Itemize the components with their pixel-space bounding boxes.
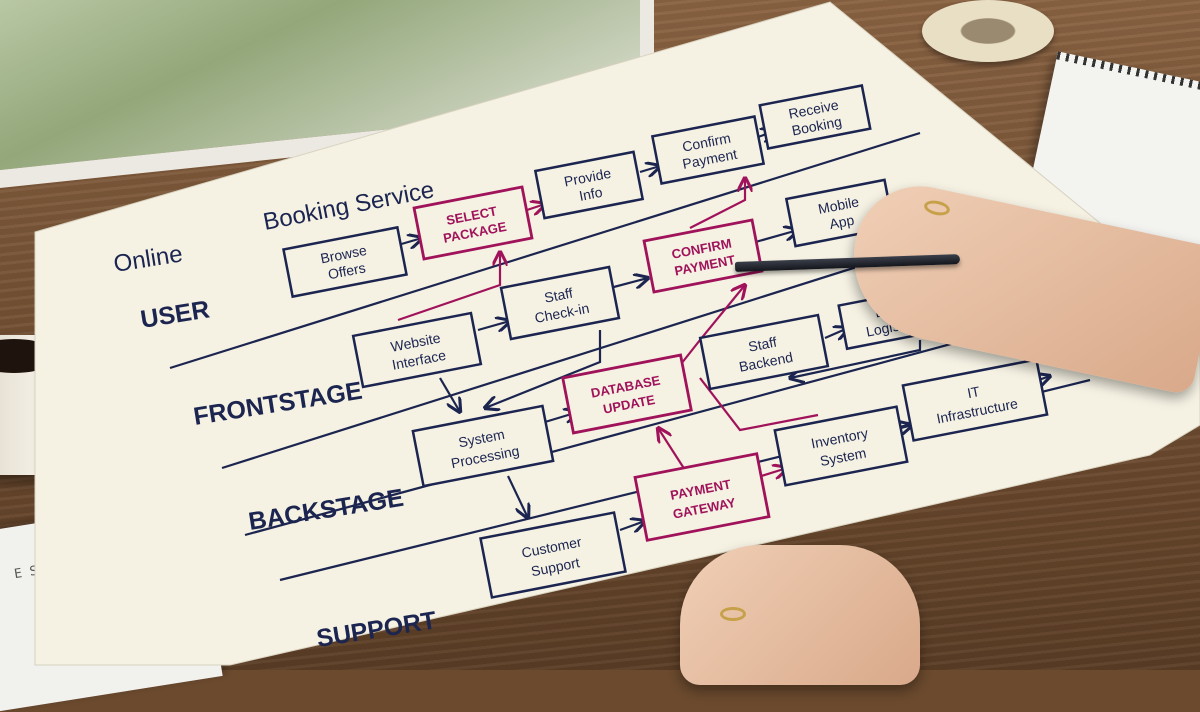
left-hand	[680, 545, 920, 685]
box-select-package: SELECT PACKAGE	[412, 185, 534, 261]
arrow-website-checkin	[477, 321, 510, 330]
box-receive-booking: Receive Booking	[758, 84, 872, 150]
ring	[720, 607, 746, 621]
box-provide-info: Provide Info	[533, 150, 645, 220]
box-confirm-payment-user: Confirm Payment	[650, 115, 766, 185]
arrow-system-customer	[507, 475, 528, 518]
arrow-checkin-system	[485, 330, 602, 408]
masking-tape-roll	[922, 0, 1054, 62]
box-text: Staff	[543, 285, 574, 306]
box-text: IT	[966, 383, 982, 401]
arrow-gateway-database	[658, 428, 686, 471]
arrow-website-system	[439, 377, 460, 412]
arrow-provide-confirm	[639, 166, 660, 172]
blueprint-paper	[34, 1, 1200, 666]
box-text: App	[828, 212, 856, 232]
lane-line-1	[169, 131, 921, 370]
arrow-confirm-mobile	[751, 230, 798, 245]
arrow-website-select	[397, 252, 500, 322]
box-inventory-system: Inventory System	[773, 405, 909, 487]
box-staff-backend: Staff Backend	[698, 313, 830, 391]
arrow-browse-select	[397, 238, 422, 245]
box-database-update: DATABASE UPDATE	[561, 353, 693, 435]
box-text: Staff	[747, 334, 778, 355]
box-text: Offers	[327, 259, 367, 282]
box-confirm-payment-front: CONFIRM PAYMENT	[642, 218, 764, 294]
connectors	[397, 131, 1050, 530]
box-system-processing: System Processing	[411, 404, 555, 488]
arrow-checkin-confirm	[609, 278, 648, 290]
box-browse-offers: Browse Offers	[282, 225, 408, 299]
box-website-interface: Website Interface	[351, 311, 483, 389]
arrow-confirm-userconfirm	[689, 178, 745, 229]
box-staff-checkin: Staff Check-in	[499, 265, 621, 341]
service-blueprint-diagram: Online Booking Service USER FRONTSTAGE B…	[34, 1, 1200, 666]
ring	[922, 198, 952, 218]
box-it-infrastructure: IT Infrastructure	[901, 358, 1049, 442]
box-text: Mobile	[817, 193, 861, 217]
box-text: Info	[578, 184, 604, 204]
arrow-logistics-backend	[790, 340, 922, 378]
arrow-database-inventory	[699, 377, 819, 432]
arrow-customer-gateway	[619, 521, 645, 530]
box-payment-gateway: PAYMENT GATEWAY	[633, 452, 771, 542]
box-customer-support: Customer Support	[479, 511, 627, 599]
